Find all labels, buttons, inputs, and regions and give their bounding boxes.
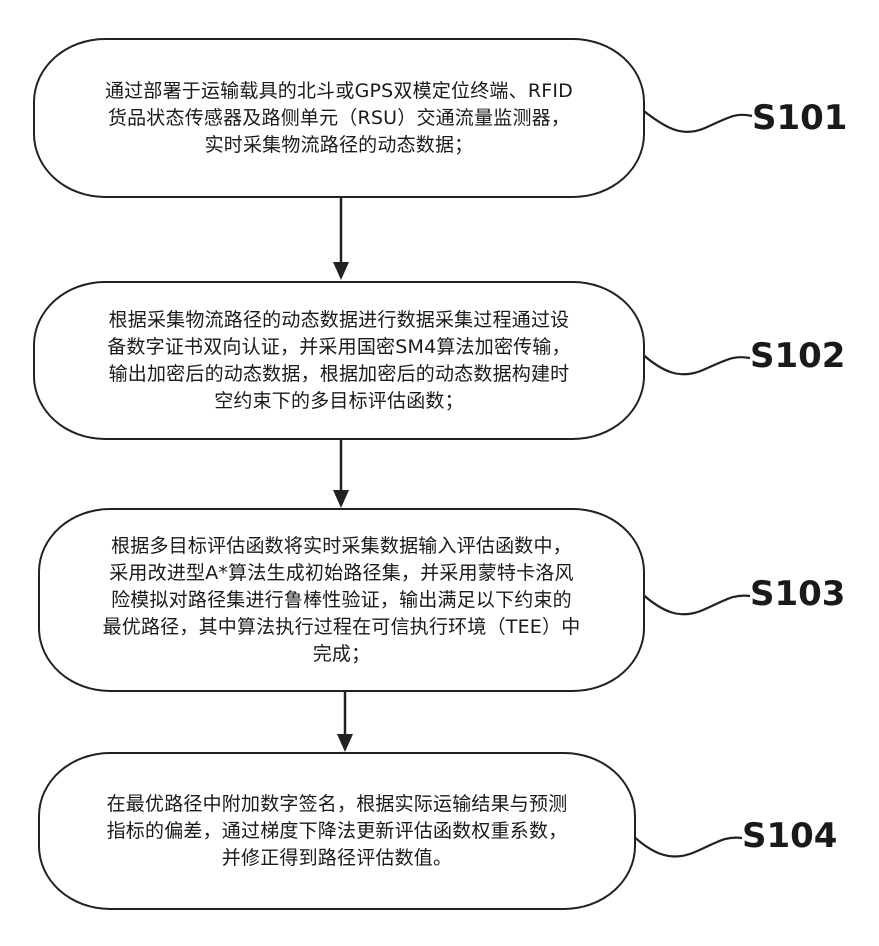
arrow-s102-s103 (333, 438, 349, 508)
step-text-s101: 通过部署于运输载具的北斗或GPS双模定位终端、RFID 货品状态传感器及路侧单元… (105, 78, 573, 159)
step-box-s101: 通过部署于运输载具的北斗或GPS双模定位终端、RFID 货品状态传感器及路侧单元… (33, 38, 645, 198)
step-text-s102: 根据采集物流路径的动态数据进行数据采集过程通过设 备数字证书双向认证，并采用国密… (107, 307, 571, 415)
step-label-s103: S103 (750, 574, 845, 614)
step-text-s103: 根据多目标评估函数将实时采集数据输入评估函数中， 采用改进型A*算法生成初始路径… (103, 533, 581, 668)
leader-s101 (640, 108, 752, 132)
step-box-s103: 根据多目标评估函数将实时采集数据输入评估函数中， 采用改进型A*算法生成初始路径… (38, 508, 645, 692)
step-label-s101: S101 (752, 98, 847, 138)
arrow-s103-s104 (337, 690, 353, 752)
leader-s102 (640, 352, 750, 374)
leader-s104 (632, 835, 742, 857)
leader-s103 (640, 592, 750, 614)
step-label-s102: S102 (750, 336, 845, 376)
step-box-s102: 根据采集物流路径的动态数据进行数据采集过程通过设 备数字证书双向认证，并采用国密… (33, 281, 645, 440)
step-box-s104: 在最优路径中附加数字签名，根据实际运输结果与预测 指标的偏差，通过梯度下降法更新… (38, 752, 636, 910)
step-text-s104: 在最优路径中附加数字签名，根据实际运输结果与预测 指标的偏差，通过梯度下降法更新… (107, 791, 568, 872)
arrow-s101-s102 (333, 196, 349, 280)
step-label-s104: S104 (742, 816, 837, 856)
